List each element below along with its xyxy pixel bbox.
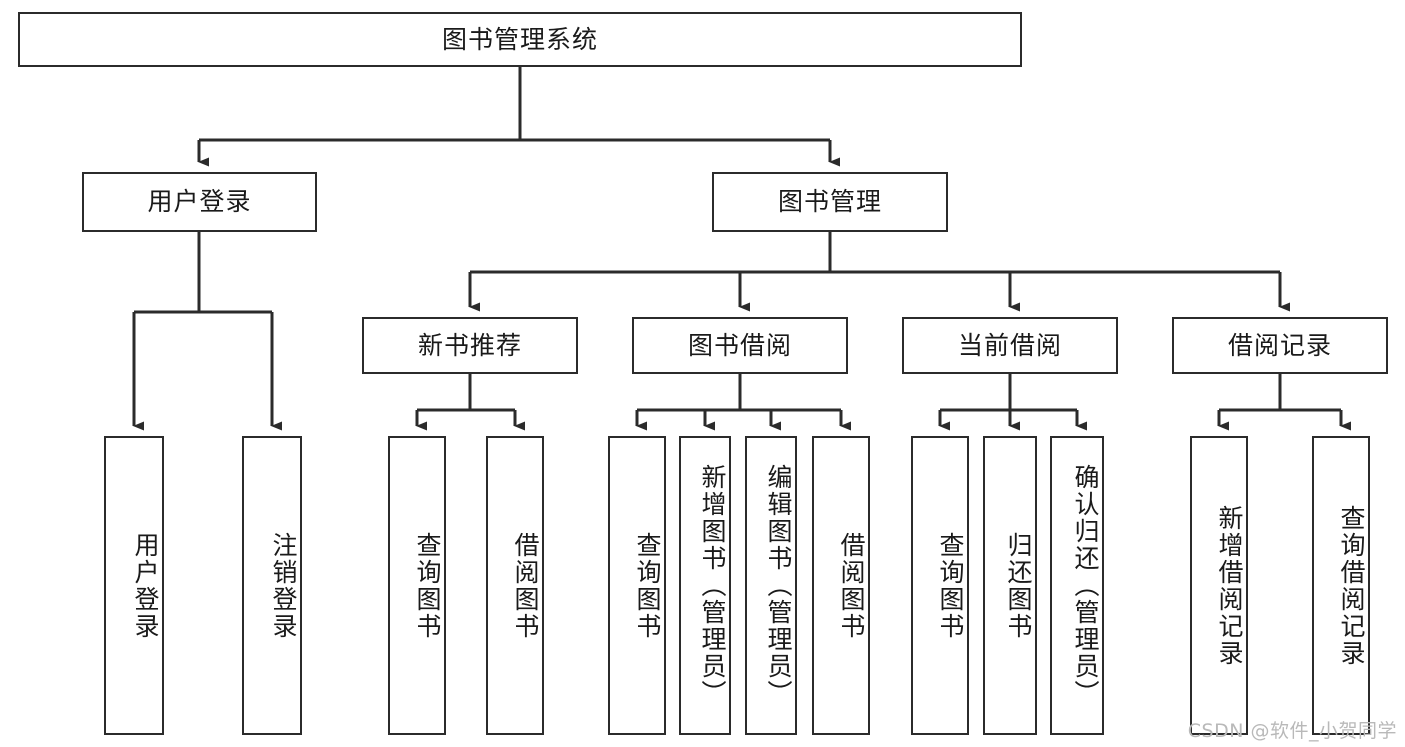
node-current-borrow-label: 当前借阅	[957, 330, 1062, 360]
node-leaf-add-book-admin-label: 新增图书（管理员）	[698, 464, 727, 707]
node-leaf-edit-book-admin[interactable]: 编辑图书（管理员）	[745, 436, 797, 735]
node-leaf-query-book-borrow-label: 查询图书	[633, 531, 662, 640]
csdn-watermark: CSDN @软件_小贺同学	[1187, 720, 1397, 742]
node-leaf-borrow-book-recommend-label: 借阅图书	[511, 531, 540, 640]
node-user-login[interactable]: 用户登录	[82, 172, 317, 232]
node-leaf-user-login-label: 用户登录	[131, 531, 160, 640]
node-leaf-user-login[interactable]: 用户登录	[104, 436, 164, 735]
node-leaf-query-book-borrow[interactable]: 查询图书	[608, 436, 666, 735]
node-leaf-add-book-admin[interactable]: 新增图书（管理员）	[679, 436, 731, 735]
node-leaf-logout-login[interactable]: 注销登录	[242, 436, 302, 735]
node-user-login-label: 用户登录	[147, 187, 252, 217]
node-leaf-borrow-book-recommend[interactable]: 借阅图书	[486, 436, 544, 735]
node-leaf-query-borrow-record-label: 查询借阅记录	[1337, 504, 1366, 667]
node-leaf-query-book-current-label: 查询图书	[936, 531, 965, 640]
node-borrow-record[interactable]: 借阅记录	[1172, 317, 1388, 374]
node-leaf-borrow-book[interactable]: 借阅图书	[812, 436, 870, 735]
node-borrow-record-label: 借阅记录	[1227, 330, 1332, 360]
node-root[interactable]: 图书管理系统	[18, 12, 1022, 67]
node-leaf-confirm-return-admin-label: 确认归还（管理员）	[1071, 464, 1100, 707]
node-leaf-query-book-recommend[interactable]: 查询图书	[388, 436, 446, 735]
node-leaf-return-book[interactable]: 归还图书	[983, 436, 1037, 735]
node-current-borrow[interactable]: 当前借阅	[902, 317, 1118, 374]
node-leaf-query-book-current[interactable]: 查询图书	[911, 436, 969, 735]
node-leaf-query-book-recommend-label: 查询图书	[413, 531, 442, 640]
node-leaf-borrow-book-label: 借阅图书	[837, 531, 866, 640]
node-leaf-confirm-return-admin[interactable]: 确认归还（管理员）	[1050, 436, 1104, 735]
node-leaf-add-borrow-record-label: 新增借阅记录	[1215, 504, 1244, 667]
node-leaf-edit-book-admin-label: 编辑图书（管理员）	[764, 464, 793, 707]
node-root-label: 图书管理系统	[441, 24, 598, 54]
node-book-borrow[interactable]: 图书借阅	[632, 317, 848, 374]
node-leaf-add-borrow-record[interactable]: 新增借阅记录	[1190, 436, 1248, 735]
node-book-borrow-label: 图书借阅	[687, 330, 792, 360]
node-leaf-logout-login-label: 注销登录	[269, 531, 298, 640]
node-book-manage[interactable]: 图书管理	[712, 172, 948, 232]
node-new-book-recommend-label: 新书推荐	[417, 330, 522, 360]
node-leaf-query-borrow-record[interactable]: 查询借阅记录	[1312, 436, 1370, 735]
node-new-book-recommend[interactable]: 新书推荐	[362, 317, 578, 374]
node-book-manage-label: 图书管理	[777, 187, 882, 217]
node-leaf-return-book-label: 归还图书	[1004, 531, 1033, 640]
